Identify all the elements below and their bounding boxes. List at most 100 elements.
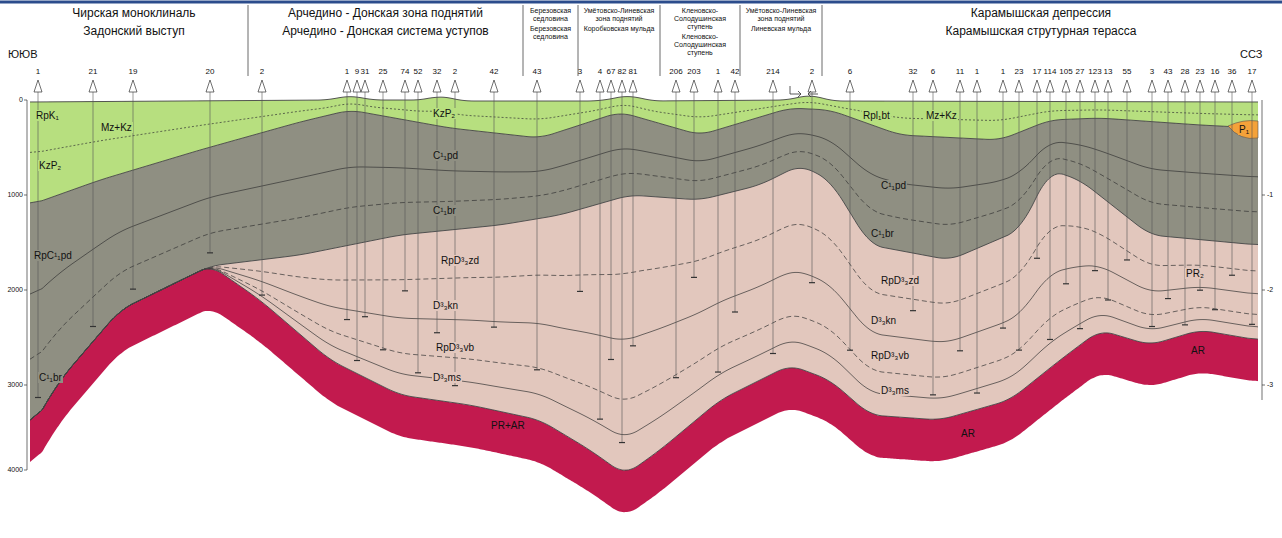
well-symbol	[1211, 80, 1219, 92]
horizon-line	[30, 224, 1258, 420]
permian-lens	[1228, 121, 1258, 139]
well-symbol	[414, 80, 422, 92]
well-number: 2	[260, 68, 264, 77]
well-line	[812, 92, 813, 283]
well-number: 28	[1181, 68, 1190, 77]
well-number: 23	[1196, 68, 1205, 77]
well-number: 23	[1015, 68, 1024, 77]
well-symbol	[1123, 80, 1131, 92]
well-symbol	[1091, 80, 1099, 92]
well-number: 52	[414, 68, 423, 77]
well-line	[1152, 92, 1153, 327]
layer-label: RpK₁	[35, 110, 60, 121]
well-bottom	[673, 377, 679, 378]
well-bottom	[974, 392, 980, 393]
well-bottom	[1092, 270, 1098, 271]
depth-label: -2	[1267, 286, 1273, 294]
well-symbol	[956, 80, 964, 92]
well-line	[262, 92, 263, 295]
well-bottom	[630, 345, 636, 346]
well-number: 16	[1211, 68, 1220, 77]
well-line	[1232, 92, 1233, 275]
well-line	[365, 92, 366, 317]
top-rule	[0, 1, 1282, 4]
well-bottom	[452, 385, 458, 386]
well-line	[735, 92, 736, 312]
well-bottom	[130, 289, 136, 290]
well-number: 206	[669, 68, 682, 77]
well-bottom	[619, 442, 625, 443]
well-number: 114	[1044, 68, 1057, 77]
well-line	[611, 92, 612, 359]
well-number: 42	[490, 68, 499, 77]
well-number: 32	[909, 68, 918, 77]
depth-label: 3000	[7, 381, 23, 389]
well-line	[600, 92, 601, 419]
header-divider	[523, 5, 524, 76]
well-line	[418, 92, 419, 373]
well-line	[210, 92, 211, 253]
region-header: Кленовско-Солодушинская ступеньКленовско…	[661, 6, 739, 60]
well-number: 13	[1104, 68, 1113, 77]
well-line	[850, 92, 851, 350]
layer-label: C¹₁pd	[880, 180, 907, 191]
well-symbol	[808, 80, 816, 92]
region-name: Кленовско-Солодушинская ступень	[663, 7, 737, 31]
well-bottom	[1047, 339, 1053, 340]
region-header: Арчедино - Донская зона поднятийАрчедино…	[249, 6, 522, 44]
well-symbol	[596, 80, 604, 92]
well-line	[1095, 92, 1096, 271]
layer-label: RpD³₃zd	[880, 275, 920, 286]
well-symbol	[1015, 80, 1023, 92]
depth-label: 2000	[7, 286, 23, 294]
well-symbol	[909, 80, 917, 92]
layer-label: D³₃ms	[880, 385, 910, 396]
region-header: Чирская моноклинальЗадонский выступ	[21, 6, 247, 44]
layer-label: AR	[960, 428, 976, 439]
region-name: Березовская седловина	[526, 7, 575, 23]
well-symbol	[1033, 80, 1041, 92]
depth-axis	[1262, 100, 1263, 400]
well-number: 82	[618, 68, 627, 77]
well-line	[1003, 92, 1004, 328]
well-number: 214	[766, 68, 779, 77]
axis-tick	[1262, 195, 1265, 196]
well-number: 21	[89, 68, 98, 77]
well-number: 67	[607, 68, 616, 77]
well-symbol	[1062, 80, 1070, 92]
well-bottom	[402, 290, 408, 291]
well-number: 20	[206, 68, 215, 77]
well-line	[405, 92, 406, 291]
well-line	[1252, 92, 1253, 324]
well-bottom	[910, 310, 916, 311]
well-bottom	[1212, 309, 1218, 310]
well-number: 27	[1076, 68, 1085, 77]
well-symbol	[929, 80, 937, 92]
well-number: 1	[36, 68, 40, 77]
header-divider	[660, 5, 661, 76]
well-symbol	[999, 80, 1007, 92]
layer-label: KzP₂	[432, 108, 456, 119]
region-name: Арчедино - Донская зона поднятий	[251, 7, 520, 21]
well-symbol	[89, 80, 97, 92]
well-line	[494, 92, 495, 327]
well-symbol	[258, 80, 266, 92]
well-symbol	[846, 80, 854, 92]
well-number: 74	[401, 68, 410, 77]
well-bottom	[597, 419, 603, 420]
boundary-line	[30, 168, 1258, 420]
well-bottom	[1063, 283, 1069, 284]
axis-tick	[24, 470, 27, 471]
well-number: 2	[810, 68, 814, 77]
well-line	[1168, 92, 1169, 299]
region-name: Умётовско-Линевская зона поднятий	[581, 7, 657, 23]
depth-label: 0	[19, 96, 23, 104]
well-symbol	[973, 80, 981, 92]
header-divider	[248, 5, 249, 76]
well-bottom	[577, 291, 583, 292]
well-symbol	[672, 80, 680, 92]
layer-label: C¹₁br	[432, 205, 457, 216]
well-bottom	[534, 369, 540, 370]
well-line	[1050, 92, 1051, 339]
region-name: Кленовско-Солодушинская ступень	[663, 33, 737, 57]
